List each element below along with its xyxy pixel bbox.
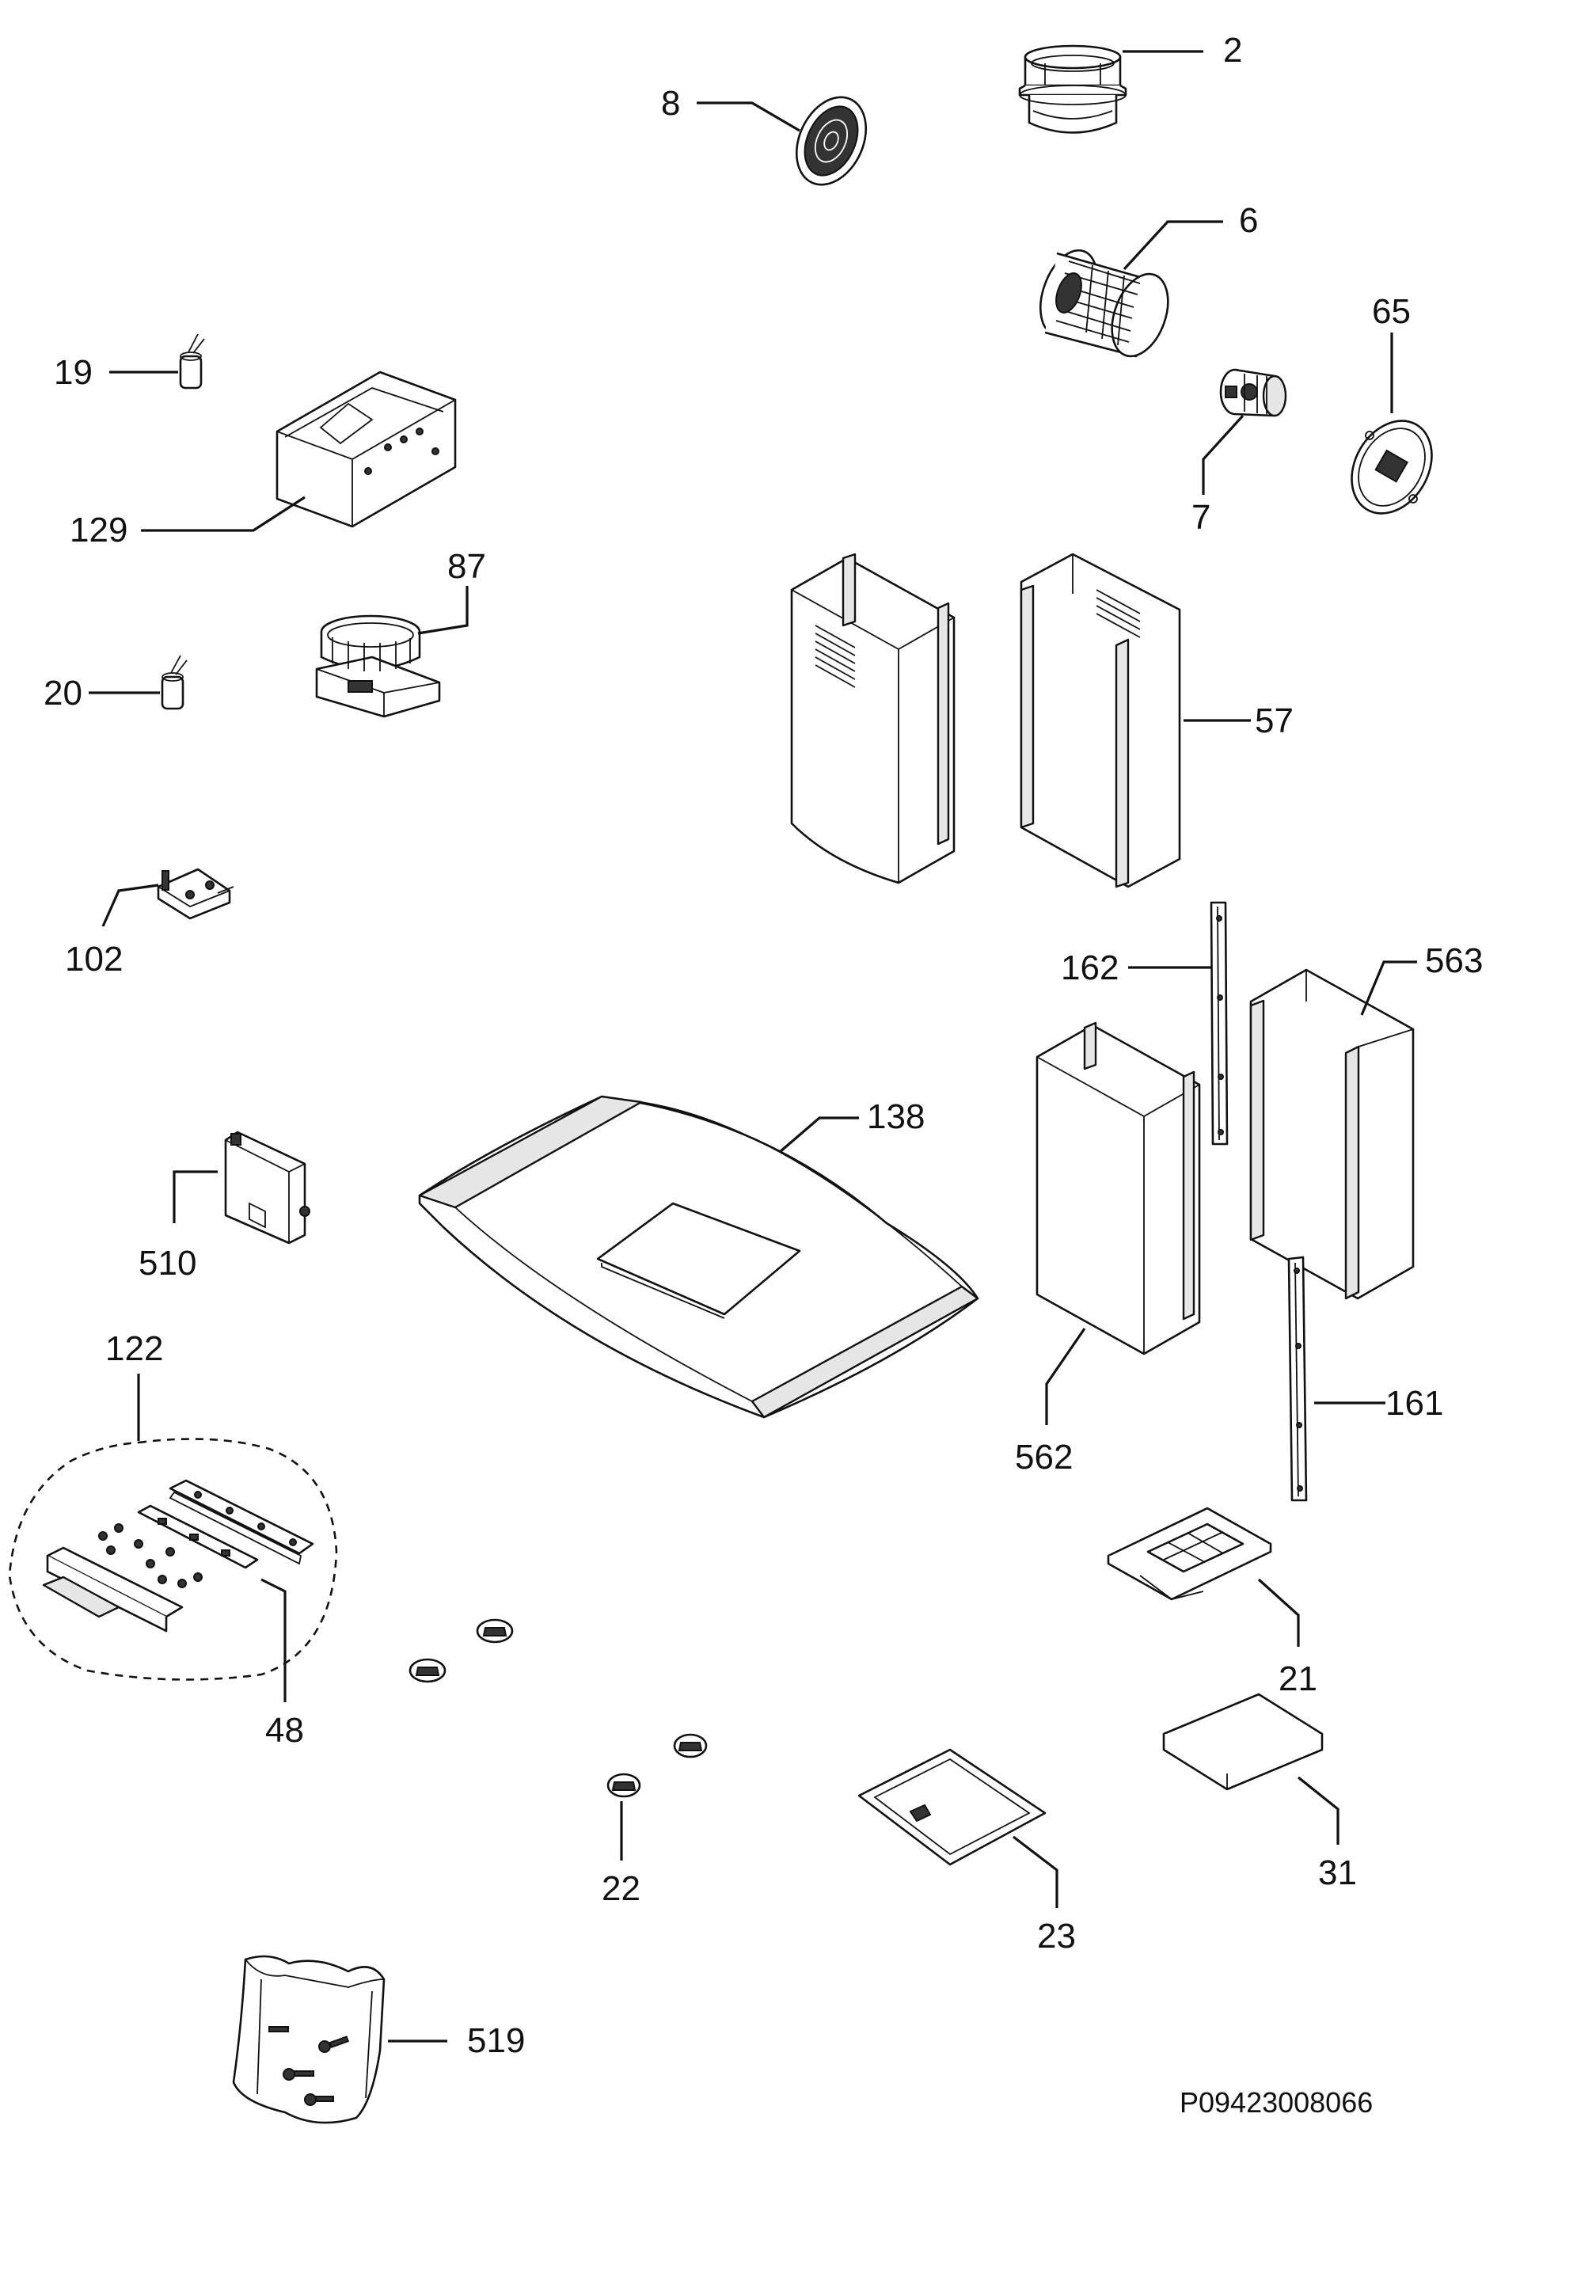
leader-22 xyxy=(1298,1776,1340,1845)
diagram-reference-code: P09423008066 xyxy=(1180,2086,1373,2119)
part-label-31: 22 xyxy=(602,1869,640,1908)
leader-48 xyxy=(260,1578,287,1702)
leader-138 xyxy=(778,1116,859,1154)
leader-562 xyxy=(1045,1328,1086,1425)
part-2-duct-collar xyxy=(1018,44,1127,134)
part-label-23: 23 xyxy=(1037,1917,1076,1956)
part-21-filter-frame xyxy=(1107,1507,1272,1601)
leader-87 xyxy=(417,586,469,635)
part-label-122: 122 xyxy=(105,1329,163,1368)
leader-21 xyxy=(1257,1578,1300,1647)
part-label-87: 87 xyxy=(447,547,486,586)
part-label-2: 2 xyxy=(1223,31,1242,70)
part-519-hardware-bag xyxy=(232,1955,386,2124)
part-6-blower-wheel xyxy=(1039,249,1169,358)
part-122-control-assembly xyxy=(8,1438,338,1681)
part-57-upper-chimney xyxy=(790,553,1181,888)
part-7-motor xyxy=(1219,368,1287,417)
part-label-8: 8 xyxy=(661,84,680,123)
part-161-strip xyxy=(1287,1256,1308,1502)
part-label-19: 19 xyxy=(54,353,93,392)
part-label-102: 102 xyxy=(65,940,123,979)
leader-8 xyxy=(697,101,800,132)
part-22-carbon-filter xyxy=(1162,1693,1324,1791)
part-510-control-module xyxy=(224,1131,310,1245)
part-label-20: 20 xyxy=(44,674,82,713)
part-label-161: 161 xyxy=(1385,1384,1443,1423)
part-label-65: 65 xyxy=(1372,292,1411,331)
part-102-bracket xyxy=(157,868,234,920)
leader-102 xyxy=(101,884,159,927)
part-20-capacitor xyxy=(161,655,188,710)
part-label-6: 6 xyxy=(1239,201,1258,240)
part-129-electrical-box xyxy=(276,371,457,528)
leader-563 xyxy=(1360,960,1417,1016)
part-label-48: 48 xyxy=(265,1711,304,1750)
part-label-129: 129 xyxy=(70,511,127,549)
part-138-hood-canopy xyxy=(418,1095,979,1419)
leader-23 xyxy=(1013,1835,1058,1908)
leader-510 xyxy=(173,1170,218,1223)
part-31-knobs xyxy=(408,1618,708,1798)
part-65-motor-plate xyxy=(1351,420,1433,515)
part-8-filter-disc xyxy=(795,96,868,186)
leader-7 xyxy=(1202,414,1244,495)
part-label-162: 162 xyxy=(1061,948,1119,987)
leader-6 xyxy=(1123,220,1223,271)
part-19-capacitor xyxy=(179,333,205,390)
leader-129 xyxy=(141,496,306,532)
part-87-duct-adapter xyxy=(315,614,441,718)
part-label-7: 7 xyxy=(1191,498,1210,537)
part-label-57: 57 xyxy=(1255,701,1294,740)
part-label-562: 562 xyxy=(1015,1438,1073,1477)
part-label-519: 519 xyxy=(467,2021,525,2060)
part-563-lower-chimney-back xyxy=(1249,968,1415,1300)
part-label-138: 138 xyxy=(867,1097,925,1136)
part-23-grease-filter xyxy=(857,1748,1047,1866)
part-label-510: 510 xyxy=(139,1244,196,1283)
part-162-strip xyxy=(1210,901,1229,1146)
part-562-lower-chimney-front xyxy=(1036,1021,1201,1355)
part-label-21: 21 xyxy=(1279,1659,1317,1698)
part-label-563: 563 xyxy=(1425,941,1483,980)
part-label-22: 31 xyxy=(1318,1853,1357,1892)
